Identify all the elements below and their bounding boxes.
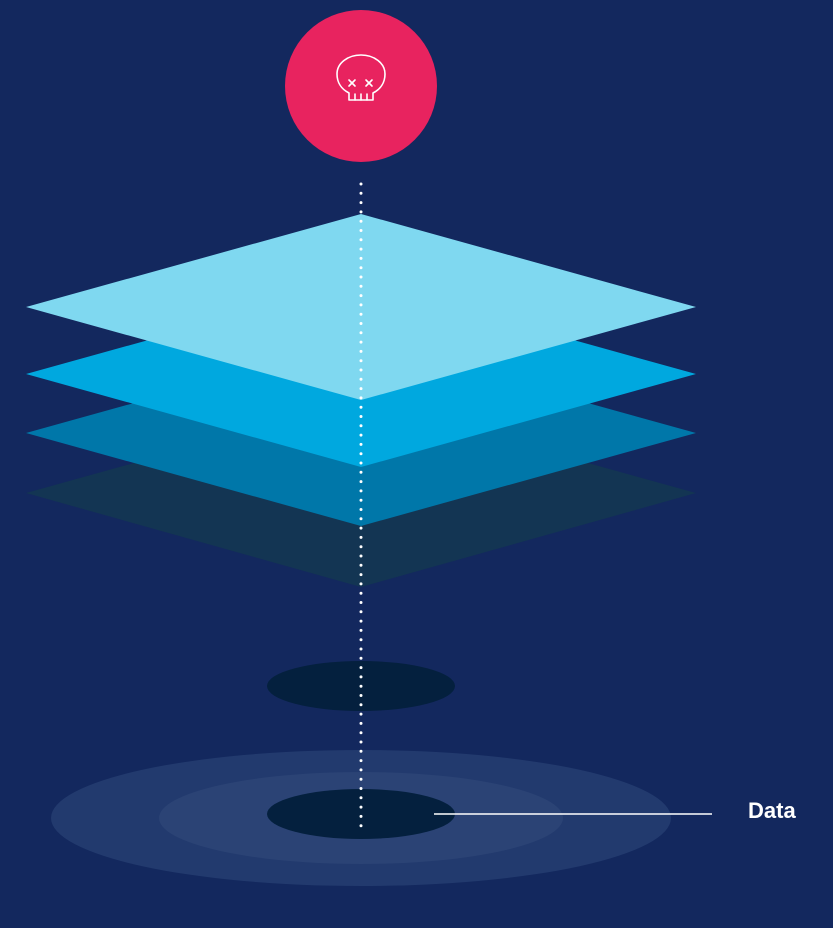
threat-circle [285, 10, 437, 162]
skull-icon [336, 54, 386, 101]
data-label: Data [748, 798, 796, 823]
data-ellipse-core [267, 789, 455, 839]
security-layer-1 [26, 214, 696, 400]
